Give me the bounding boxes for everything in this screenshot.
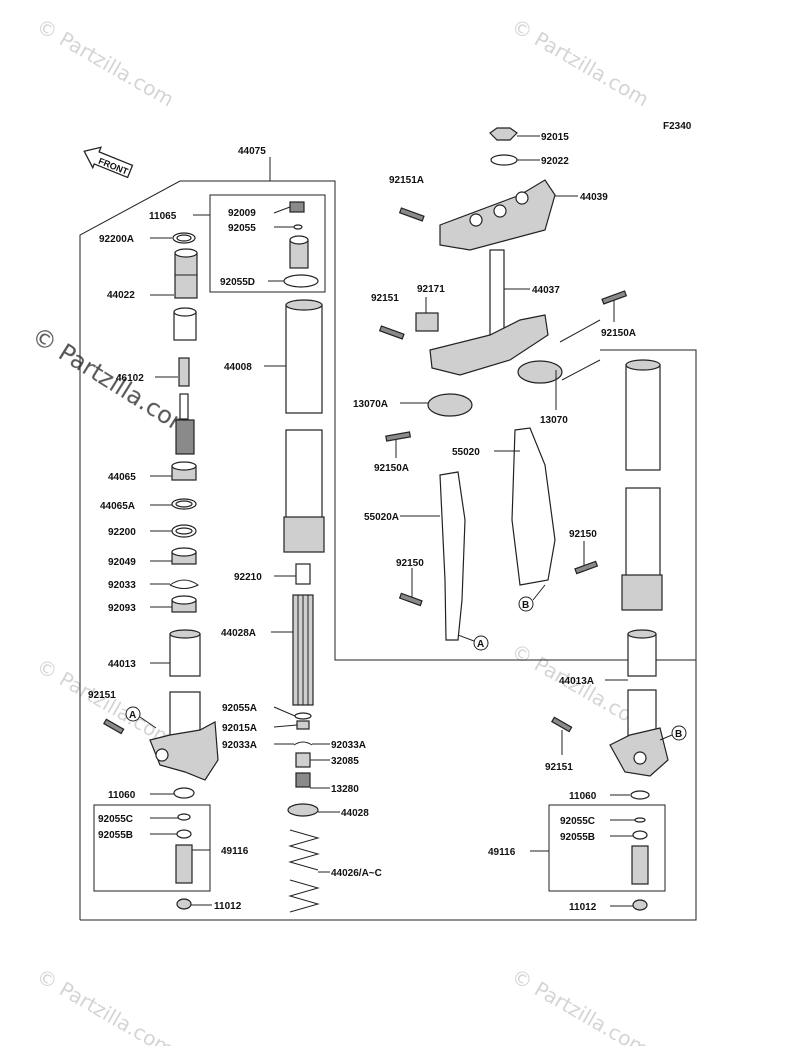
part-label: 92033: [108, 580, 136, 591]
part-label: 11060: [108, 790, 136, 801]
part-labels: 44075 11065 92009 92055 92055D 92200A 44…: [88, 132, 636, 913]
watermark-text: © Partzilla.com: [33, 14, 179, 112]
part-label: 92150: [396, 558, 424, 569]
part-label: 92150A: [601, 328, 636, 339]
svg-text:A: A: [477, 639, 484, 650]
part-label: 92055C: [560, 816, 595, 827]
callout-a-left: A: [125, 706, 157, 729]
part-label: 44039: [580, 192, 608, 203]
part-label: 11012: [214, 901, 242, 912]
part-label: 11060: [569, 791, 597, 802]
right-fork-parts: [551, 359, 669, 911]
callout-b-guard: B: [518, 584, 546, 612]
part-label: 92049: [108, 557, 136, 568]
svg-text:A: A: [129, 710, 136, 721]
part-label: 92015A: [222, 723, 257, 734]
leader-lines: [150, 135, 635, 907]
part-label: 44028A: [221, 628, 256, 639]
part-label: 92015: [541, 132, 569, 143]
part-label: 44008: [224, 362, 252, 373]
part-label: 92055A: [222, 703, 257, 714]
part-label: 44037: [532, 285, 560, 296]
part-label: 13070A: [353, 399, 388, 410]
callout-a-guard: A: [457, 634, 489, 651]
part-label: 92022: [541, 156, 569, 167]
svg-text:B: B: [522, 600, 529, 611]
part-label: 92200: [108, 527, 136, 538]
part-label: 92151: [545, 762, 573, 773]
left-fork-parts: [103, 232, 219, 910]
steering-stem-parts: [378, 127, 628, 641]
part-label: 92033A: [222, 740, 257, 751]
watermark-text: © Partzilla.com: [33, 654, 179, 752]
part-label: 92093: [108, 603, 136, 614]
part-label: 92210: [234, 572, 262, 583]
part-label: 92009: [228, 208, 256, 219]
part-label: 44013A: [559, 676, 594, 687]
part-label: 92055: [228, 223, 256, 234]
svg-text:B: B: [675, 729, 682, 740]
part-label: 92200A: [99, 234, 134, 245]
part-label: 92151A: [389, 175, 424, 186]
center-fork-parts: [283, 299, 325, 913]
part-label: 92150A: [374, 463, 409, 474]
part-label: 49116: [221, 846, 249, 857]
figure-code: F2340: [663, 121, 692, 132]
part-label: 44065A: [100, 501, 135, 512]
front-arrow-icon: FRONT: [83, 146, 134, 179]
part-label: 46102: [116, 373, 144, 384]
part-label: 49116: [488, 847, 516, 858]
part-label: 92171: [417, 284, 445, 295]
watermark-text-large: © Partzilla.com: [27, 321, 199, 443]
part-label: 11065: [149, 211, 177, 222]
part-label: 44075: [238, 146, 266, 157]
part-label: 92055B: [560, 832, 595, 843]
part-label: 92150: [569, 529, 597, 540]
part-label: 92033A: [331, 740, 366, 751]
part-label: 11012: [569, 902, 597, 913]
part-label: 44013: [108, 659, 136, 670]
part-label: 13280: [331, 784, 359, 795]
part-label: 92055D: [220, 277, 255, 288]
box-11065-parts: [283, 201, 319, 288]
part-label: 92055C: [98, 814, 133, 825]
part-label: 92055B: [98, 830, 133, 841]
watermark-text: © Partzilla.com: [33, 964, 179, 1046]
part-label: 32085: [331, 756, 359, 767]
spring-icon: [288, 829, 320, 913]
watermark-text: © Partzilla.com: [508, 964, 654, 1046]
part-label: 44028: [341, 808, 369, 819]
part-label: 55020A: [364, 512, 399, 523]
callout-b-right: B: [659, 725, 687, 741]
part-label: 13070: [540, 415, 568, 426]
watermark-text: © Partzilla.com: [508, 14, 654, 112]
part-label: 92151: [88, 690, 116, 701]
assembly-frame-lines: [79, 157, 697, 921]
part-label: 44065: [108, 472, 136, 483]
part-label: 92151: [371, 293, 399, 304]
part-label: 44026/A~C: [331, 868, 382, 879]
part-label: 44022: [107, 290, 135, 301]
part-label: 55020: [452, 447, 480, 458]
